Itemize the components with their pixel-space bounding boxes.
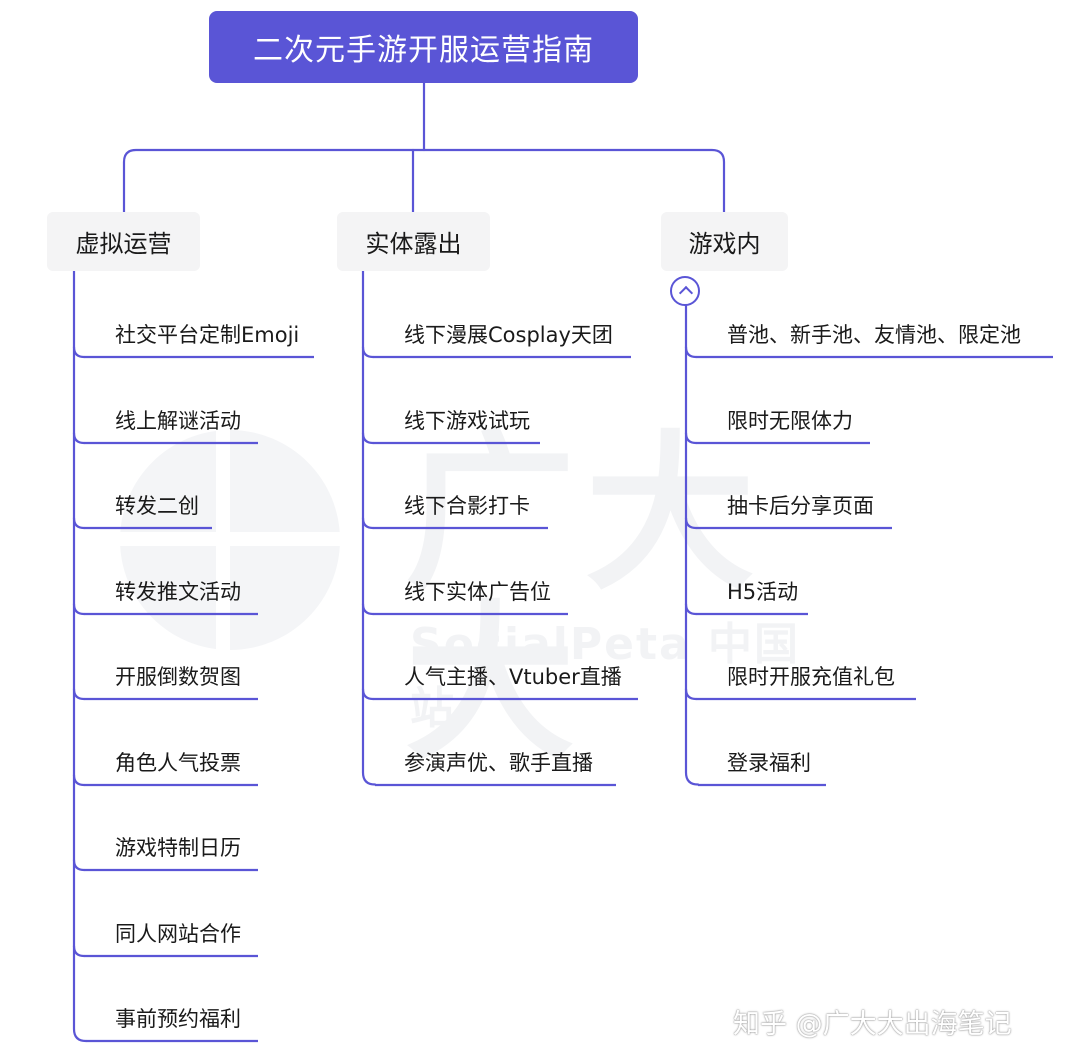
leaf-item[interactable]: 抽卡后分享页面 [727, 494, 874, 518]
leaf-item[interactable]: 转发推文活动 [115, 580, 241, 604]
collapse-toggle-icon[interactable] [670, 276, 700, 306]
leaf-item[interactable]: 角色人气投票 [115, 751, 241, 775]
leaf-item[interactable]: H5活动 [727, 580, 799, 604]
leaf-item[interactable]: 人气主播、Vtuber直播 [404, 665, 622, 689]
leaf-item[interactable]: 转发二创 [115, 494, 199, 518]
root-node-title[interactable]: 二次元手游开服运营指南 [209, 11, 638, 83]
leaf-item[interactable]: 普池、新手池、友情池、限定池 [727, 323, 1021, 347]
credit-watermark: 知乎 @广大大出海笔记 [733, 1009, 1012, 1040]
leaf-item[interactable]: 线下游戏试玩 [404, 409, 530, 433]
leaf-item[interactable]: 同人网站合作 [115, 922, 241, 946]
leaf-item[interactable]: 登录福利 [727, 751, 811, 775]
leaf-item[interactable]: 线下合影打卡 [404, 494, 530, 518]
leaf-item[interactable]: 限时无限体力 [727, 409, 853, 433]
branch-in-game[interactable]: 游戏内 [661, 212, 788, 271]
leaf-item[interactable]: 事前预约福利 [115, 1007, 241, 1031]
leaf-item[interactable]: 社交平台定制Emoji [115, 323, 300, 347]
leaf-item[interactable]: 线下实体广告位 [404, 580, 551, 604]
branch-physical-exposure[interactable]: 实体露出 [337, 212, 490, 271]
leaf-item[interactable]: 线上解谜活动 [115, 409, 241, 433]
leaf-item[interactable]: 线下漫展Cosplay天团 [404, 323, 613, 347]
leaf-item[interactable]: 参演声优、歌手直播 [404, 751, 593, 775]
leaf-item[interactable]: 开服倒数贺图 [115, 665, 241, 689]
leaf-item[interactable]: 游戏特制日历 [115, 836, 241, 860]
leaf-item[interactable]: 限时开服充值礼包 [727, 665, 895, 689]
branch-virtual-operations[interactable]: 虚拟运营 [47, 212, 200, 271]
